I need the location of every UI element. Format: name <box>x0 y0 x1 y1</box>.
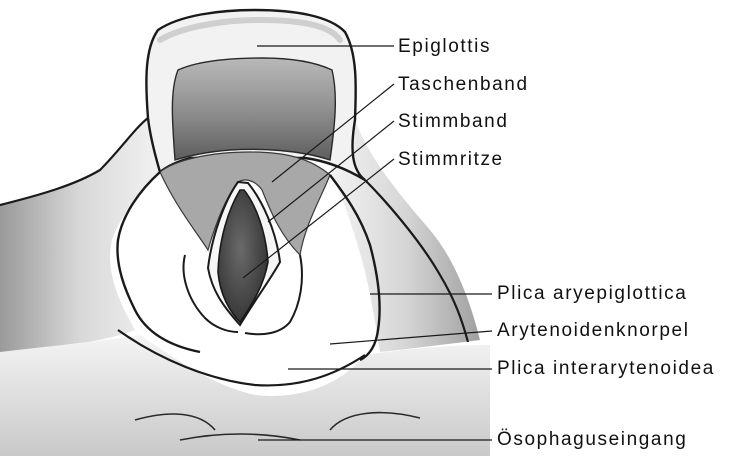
label-oesophaguseingang: Ösophaguseingang <box>497 429 687 451</box>
label-taschenband: Taschenband <box>398 74 529 96</box>
label-plica-aryepiglottica: Plica aryepiglottica <box>497 283 687 305</box>
label-stimmband: Stimmband <box>398 111 509 133</box>
epiglottis-inner <box>172 58 335 160</box>
label-stimmritze: Stimmritze <box>398 149 504 171</box>
label-arytenoidenknorpel: Arytenoidenknorpel <box>497 320 690 342</box>
label-plica-interarytenoidea: Plica interarytenoidea <box>497 358 715 380</box>
left-tissue <box>0 118 160 352</box>
label-epiglottis: Epiglottis <box>398 36 491 58</box>
bottom-tissue <box>0 335 490 456</box>
